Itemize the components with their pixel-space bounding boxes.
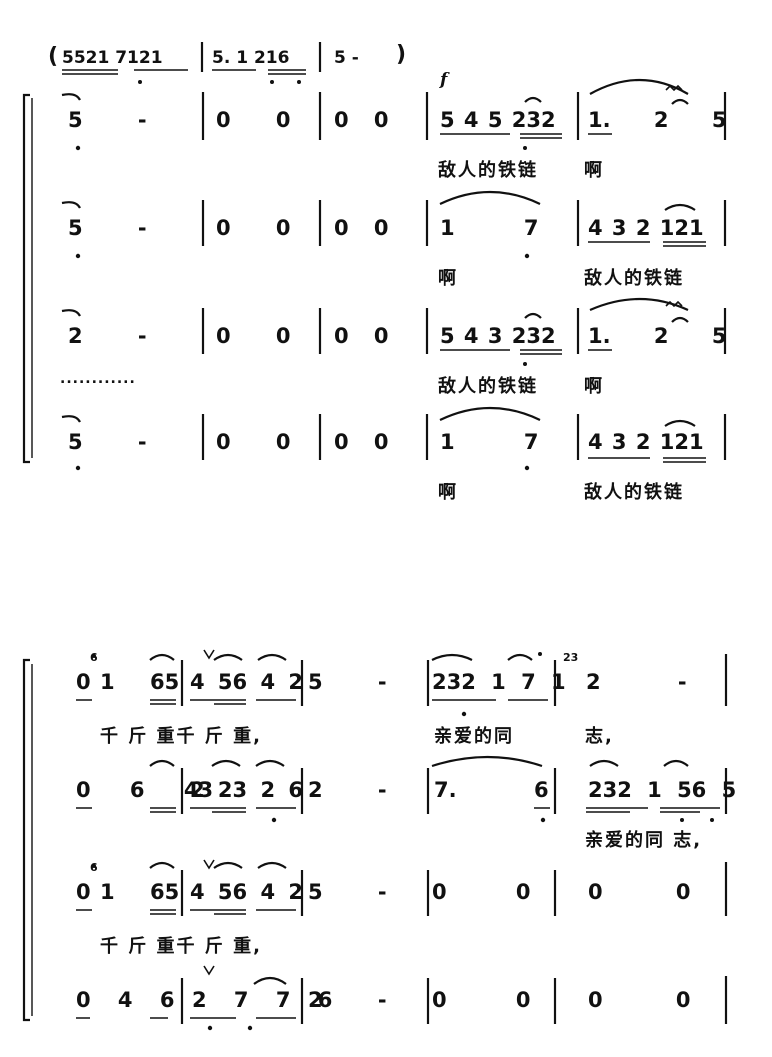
s2-v1-lyric-1: 千 斤 重千 斤 重, xyxy=(100,726,262,747)
s1-v1-lyric-2: 啊 xyxy=(584,160,604,181)
system2-brace xyxy=(22,658,30,1022)
intro-open-paren: ( xyxy=(48,44,59,69)
s2-v3-m3: 5 - xyxy=(308,880,387,904)
tie-v1 xyxy=(589,79,689,95)
s2-v3-m1-c: 65 xyxy=(150,880,180,904)
s1-v1-bar2: 0 0 xyxy=(216,108,291,132)
s2-v2-m4-b: 6 xyxy=(534,778,549,802)
s1-v3-dots: ............ xyxy=(60,371,136,387)
intro-close-paren: ) xyxy=(396,42,407,67)
s2-v3-lyric-1: 千 斤 重千 斤 重, xyxy=(100,936,262,957)
s1-v2-bar5: 4 3 2 121 xyxy=(588,216,704,240)
s2-v4-m5: 0 0 xyxy=(588,988,691,1012)
s2-v2-m1: 0 6 43 xyxy=(76,778,214,802)
s2-v3-grace-1: 6 xyxy=(90,861,98,874)
s2-v3-m2: 4 56 4 2 xyxy=(190,880,303,904)
s2-v2-lyric-1: 亲爱的同 志, xyxy=(585,830,703,851)
s2-v3-m1-a: 0 xyxy=(76,880,91,904)
s2-v1-lyric-2: 亲爱的同 xyxy=(434,726,514,747)
s2-v1-m1-b: 1 xyxy=(100,670,115,694)
s2-v1-m2: 4 56 4 2 xyxy=(190,670,303,694)
s2-v1-lyric-3: 志, xyxy=(585,726,614,747)
s2-v2-m2: 2 23 2 6 xyxy=(190,778,303,802)
dynamic-forte: f xyxy=(440,70,448,90)
s1-v3-lyric-2: 啊 xyxy=(584,376,604,397)
s2-v1-m4: 232 1 7 1 xyxy=(432,670,566,694)
s1-v3-bar4: 5 4 3 232 xyxy=(440,324,556,348)
s1-v4-lyric-2: 敌人的铁链 xyxy=(584,482,684,503)
s2-v1-grace-1: 6 xyxy=(90,651,98,664)
s1-v3-bar3: 0 0 xyxy=(334,324,389,348)
s1-v2-lyric-2: 敌人的铁链 xyxy=(584,268,684,289)
s1-v1-bar5: 1. 2 5 xyxy=(588,108,727,132)
s1-v2-bar4: 1 7 xyxy=(440,216,539,240)
s2-v4-m3: 2 - xyxy=(308,988,387,1012)
intro-measure-3: 5 - xyxy=(334,48,359,68)
s1-v1-bar4: 5 4 5 232 xyxy=(440,108,556,132)
system2-barlines xyxy=(180,654,728,1024)
s2-v2-m4-a: 7. xyxy=(434,778,457,802)
s1-v4-bar3: 0 0 xyxy=(334,430,389,454)
s2-v2-m5: 232 1 56 5 xyxy=(588,778,737,802)
tie-v2 xyxy=(439,190,541,205)
s1-v2-bar1: 5 - xyxy=(68,216,147,240)
s1-v1-lyric-1: 敌人的铁链 xyxy=(438,160,538,181)
s1-v2-bar3: 0 0 xyxy=(334,216,389,240)
s1-v4-bar1: 5 - xyxy=(68,430,147,454)
s2-v3-m1-b: 1 xyxy=(100,880,115,904)
s1-v2-bar2: 0 0 xyxy=(216,216,291,240)
s1-v3-bar5: 1. 2 5 xyxy=(588,324,727,348)
s1-v4-bar5: 4 3 2 121 xyxy=(588,430,704,454)
s2-v1-m5: 2 - xyxy=(586,670,687,694)
tie-v4 xyxy=(439,406,541,421)
intro-measure-1: 5521 7121 xyxy=(62,48,163,68)
s2-v1-grace-2: 23 xyxy=(563,651,579,664)
s2-v3-m4: 0 0 xyxy=(432,880,531,904)
s1-v2-lyric-1: 啊 xyxy=(438,268,458,289)
s2-v4-m4: 0 0 xyxy=(432,988,531,1012)
intro-measure-2: 5. 1 216 xyxy=(212,48,290,68)
system1-barlines xyxy=(201,92,727,460)
s2-v3-m5: 0 0 xyxy=(588,880,691,904)
s1-v1-bar1: 5 - xyxy=(68,108,147,132)
s1-v4-lyric-1: 啊 xyxy=(438,482,458,503)
s2-v1-m3: 5 - xyxy=(308,670,387,694)
system1-brace xyxy=(22,93,30,464)
tie-v3 xyxy=(589,297,689,312)
s2-v4-m2: 2 7 7 6 xyxy=(192,988,333,1012)
s1-v1-bar3: 0 0 xyxy=(334,108,389,132)
s1-v3-bar1: 2 - xyxy=(68,324,147,348)
s2-v1-m1-c: 65 xyxy=(150,670,180,694)
s2-v1-m1-a: 0 xyxy=(76,670,91,694)
s2-v2-m3: 2 - xyxy=(308,778,387,802)
s1-v3-lyric-1: 敌人的铁链 xyxy=(438,376,538,397)
s2-v4-m1: 0 4 6 xyxy=(76,988,175,1012)
s1-v4-bar4: 1 7 xyxy=(440,430,539,454)
s1-v4-bar2: 0 0 xyxy=(216,430,291,454)
s1-v3-bar2: 0 0 xyxy=(216,324,291,348)
